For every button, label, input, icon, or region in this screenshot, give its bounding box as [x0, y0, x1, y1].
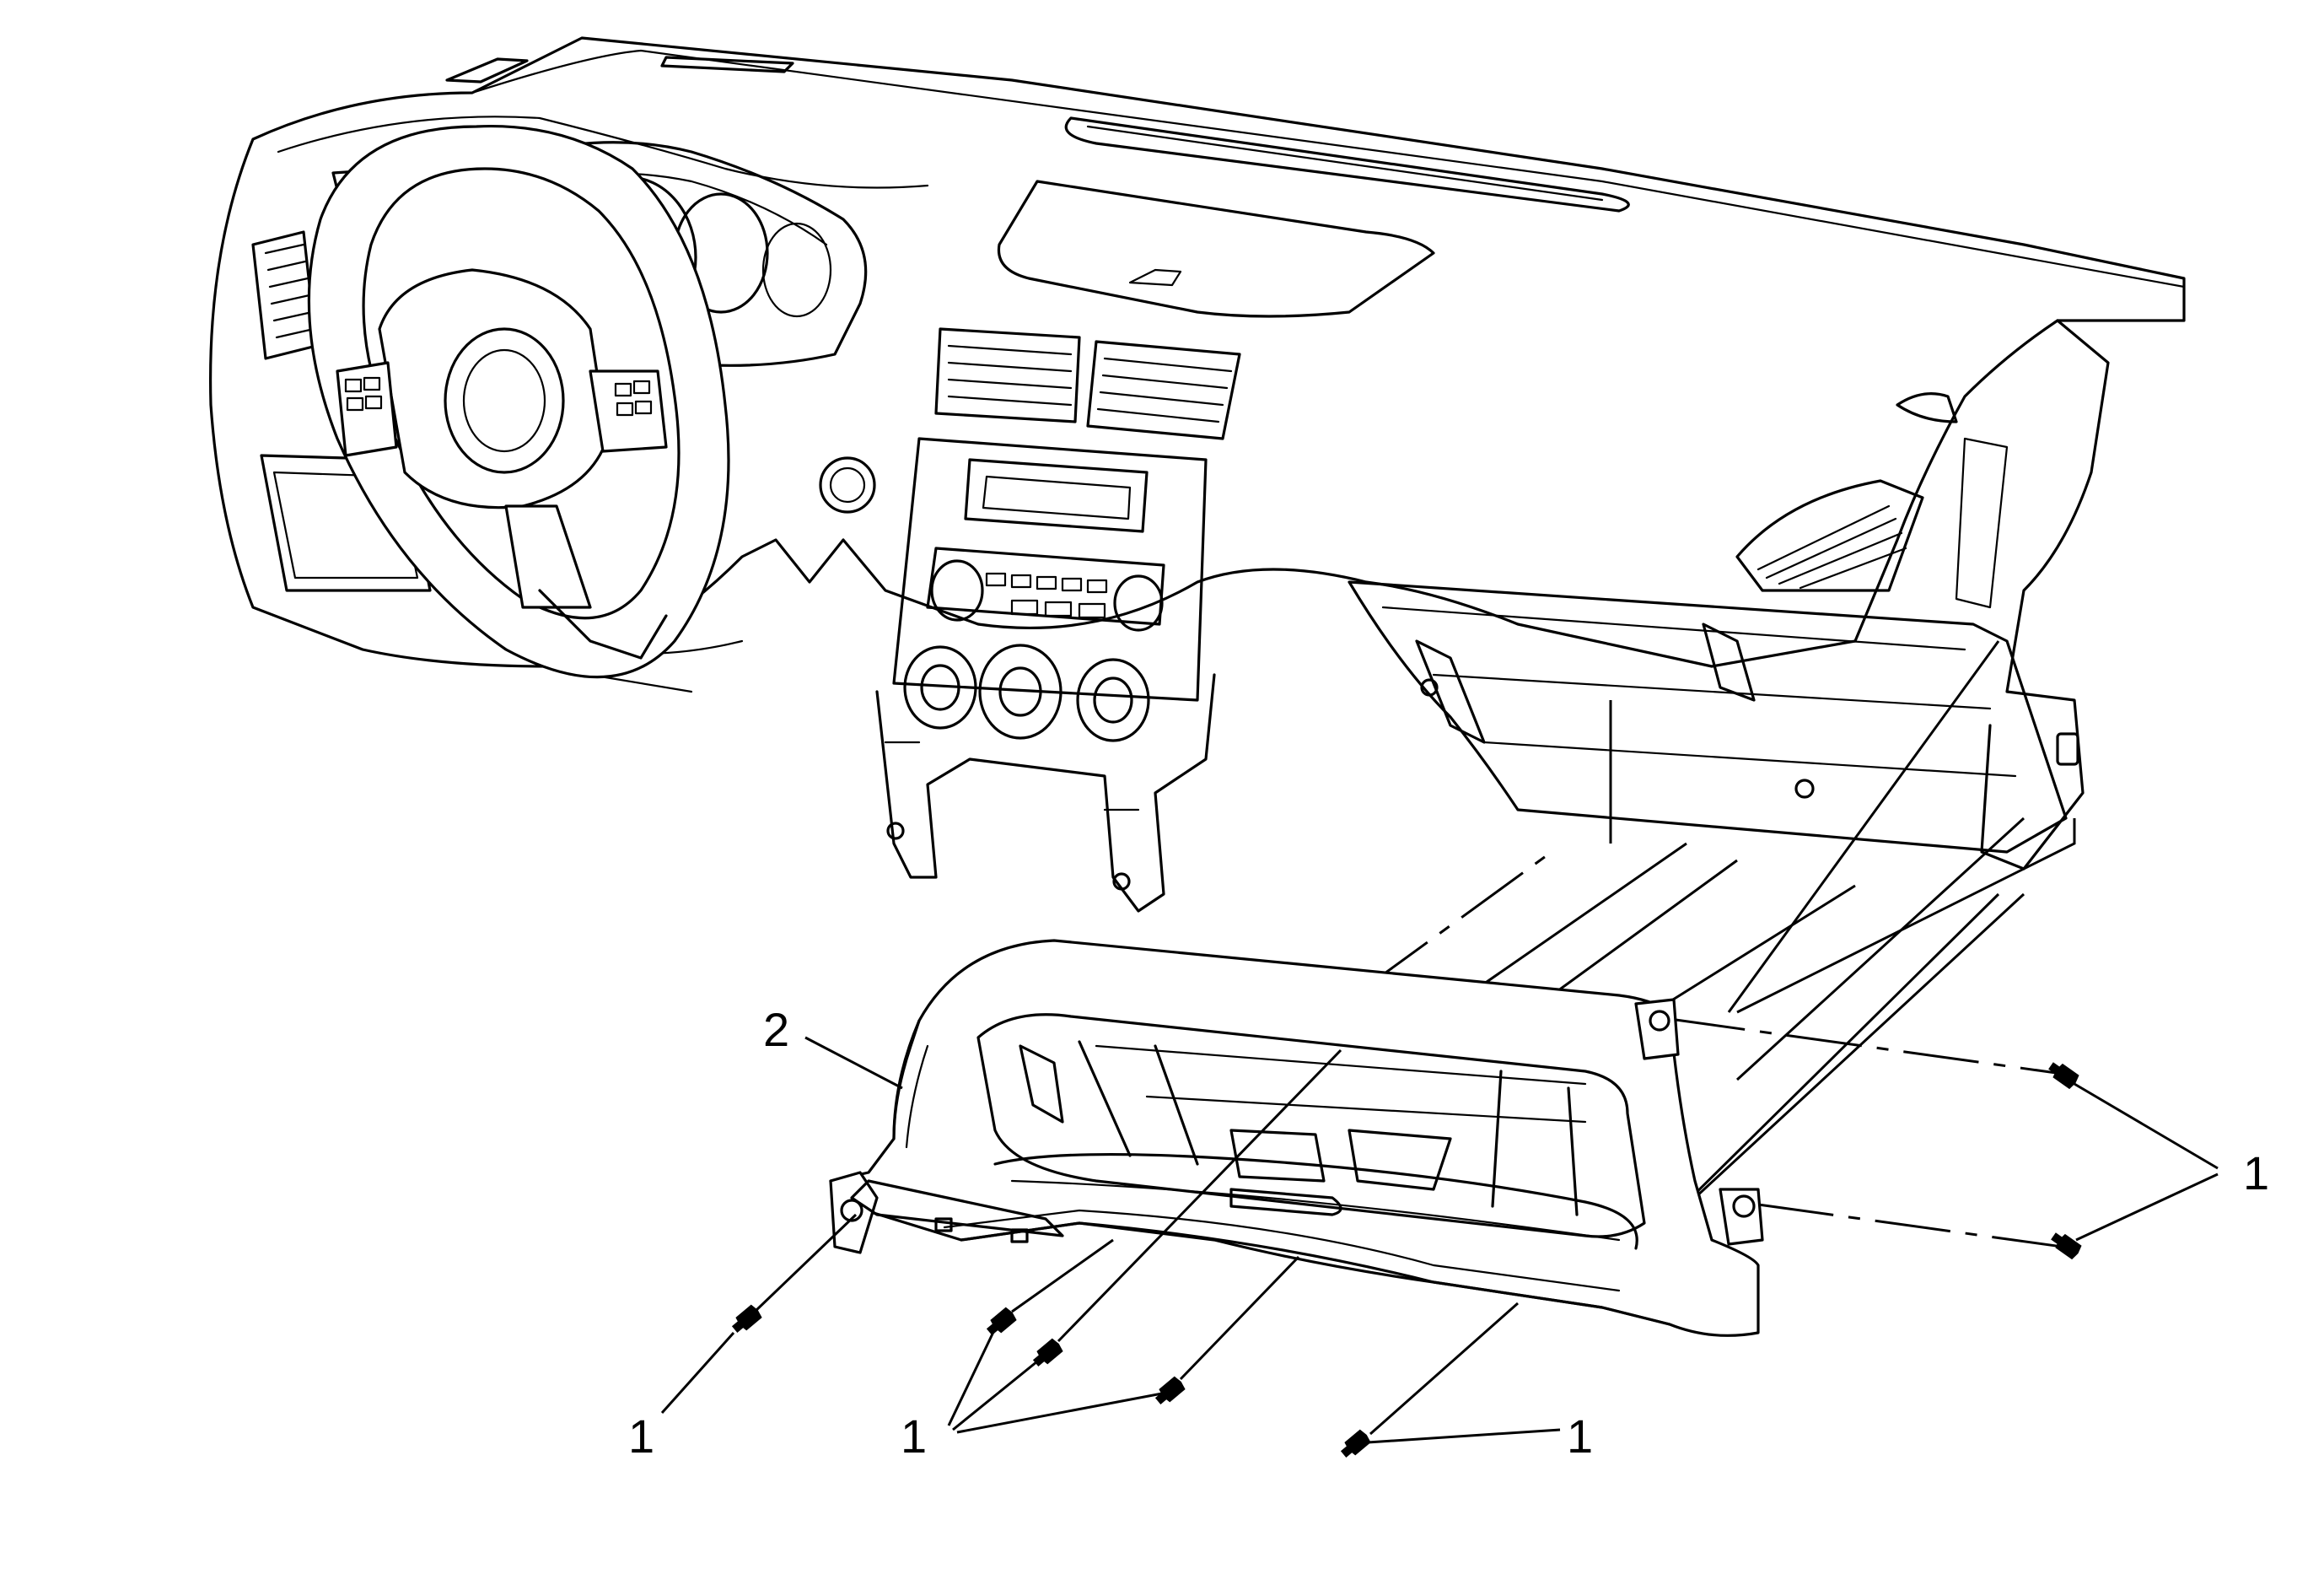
- callout-labels: 1 1 1 1 2: [628, 1003, 2269, 1463]
- alignment-line: [1757, 1203, 2075, 1250]
- leader-line: [956, 1392, 1163, 1434]
- leader-line: [1369, 1302, 1519, 1436]
- callout-part-1-left: 1: [628, 1410, 654, 1463]
- alignment-line: [1365, 850, 1552, 989]
- leader-line: [1179, 1255, 1300, 1381]
- fasteners: [731, 1062, 2082, 1458]
- lower-trim-panel: [829, 939, 1764, 1337]
- callout-part-1-center: 1: [901, 1410, 927, 1463]
- callout-part-1-right: 1: [2243, 1146, 2269, 1199]
- callout-part-2: 2: [763, 1003, 789, 1056]
- screw-icon: [2051, 1232, 2082, 1260]
- leader-line: [2075, 1172, 2219, 1242]
- leader-line: [753, 1213, 858, 1313]
- screw-icon: [1032, 1338, 1063, 1366]
- screw-icon: [1154, 1376, 1186, 1404]
- alignment-line: [1736, 818, 2076, 1014]
- leader-line: [1057, 1048, 1342, 1343]
- leader-line: [1367, 1428, 1561, 1444]
- leader-lines: [660, 1036, 2219, 1444]
- alignment-lines: [1365, 640, 2076, 1250]
- steering-wheel: [307, 125, 730, 679]
- leader-line: [660, 1331, 735, 1415]
- alignment-line: [1466, 842, 1856, 1014]
- leader-line: [952, 1356, 1042, 1431]
- leader-line: [947, 1328, 997, 1426]
- alignment-line: [1669, 1017, 2075, 1077]
- alignment-line: [1672, 892, 2025, 1216]
- screw-icon: [1340, 1429, 1371, 1458]
- leader-line: [1011, 1238, 1114, 1313]
- leader-line: [2074, 1082, 2219, 1170]
- screw-icon: [986, 1307, 1017, 1335]
- leader-line: [804, 1036, 903, 1090]
- callout-part-1-bottom: 1: [1567, 1410, 1593, 1463]
- alignment-line: [1609, 640, 2025, 1081]
- screw-icon: [2048, 1062, 2079, 1090]
